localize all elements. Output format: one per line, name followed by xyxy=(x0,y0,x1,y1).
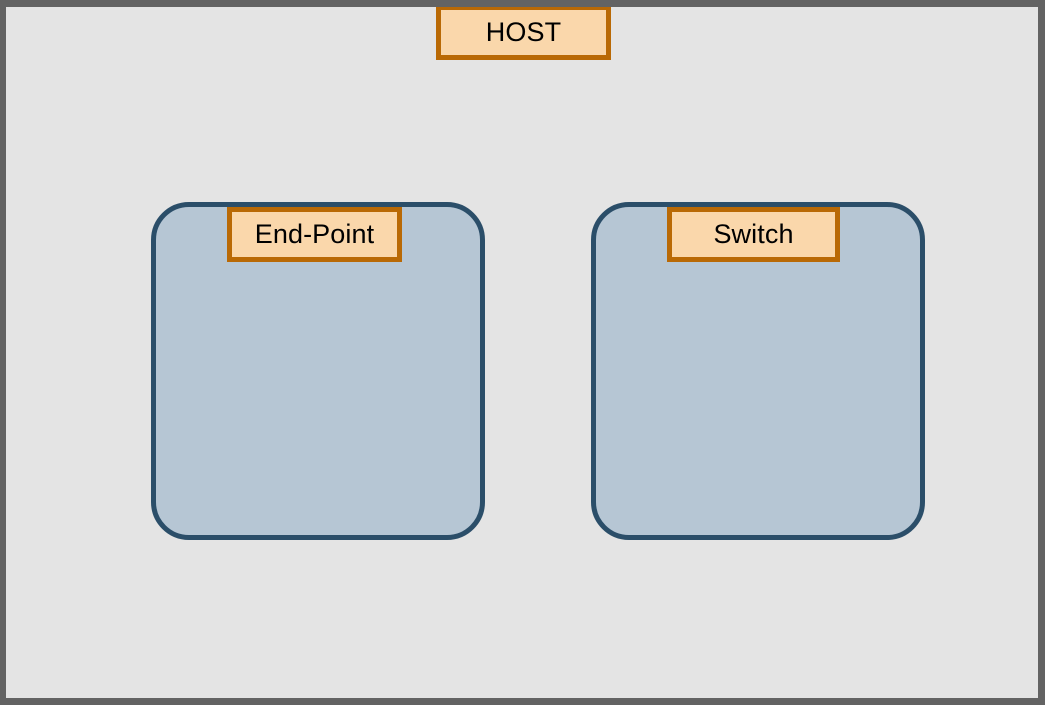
diagram-canvas: HOST End-Point Switch xyxy=(6,7,1038,698)
host-label-plate[interactable]: HOST xyxy=(436,7,611,60)
endpoint-label-plate[interactable]: End-Point xyxy=(227,207,402,262)
switch-label-plate[interactable]: Switch xyxy=(667,207,840,262)
